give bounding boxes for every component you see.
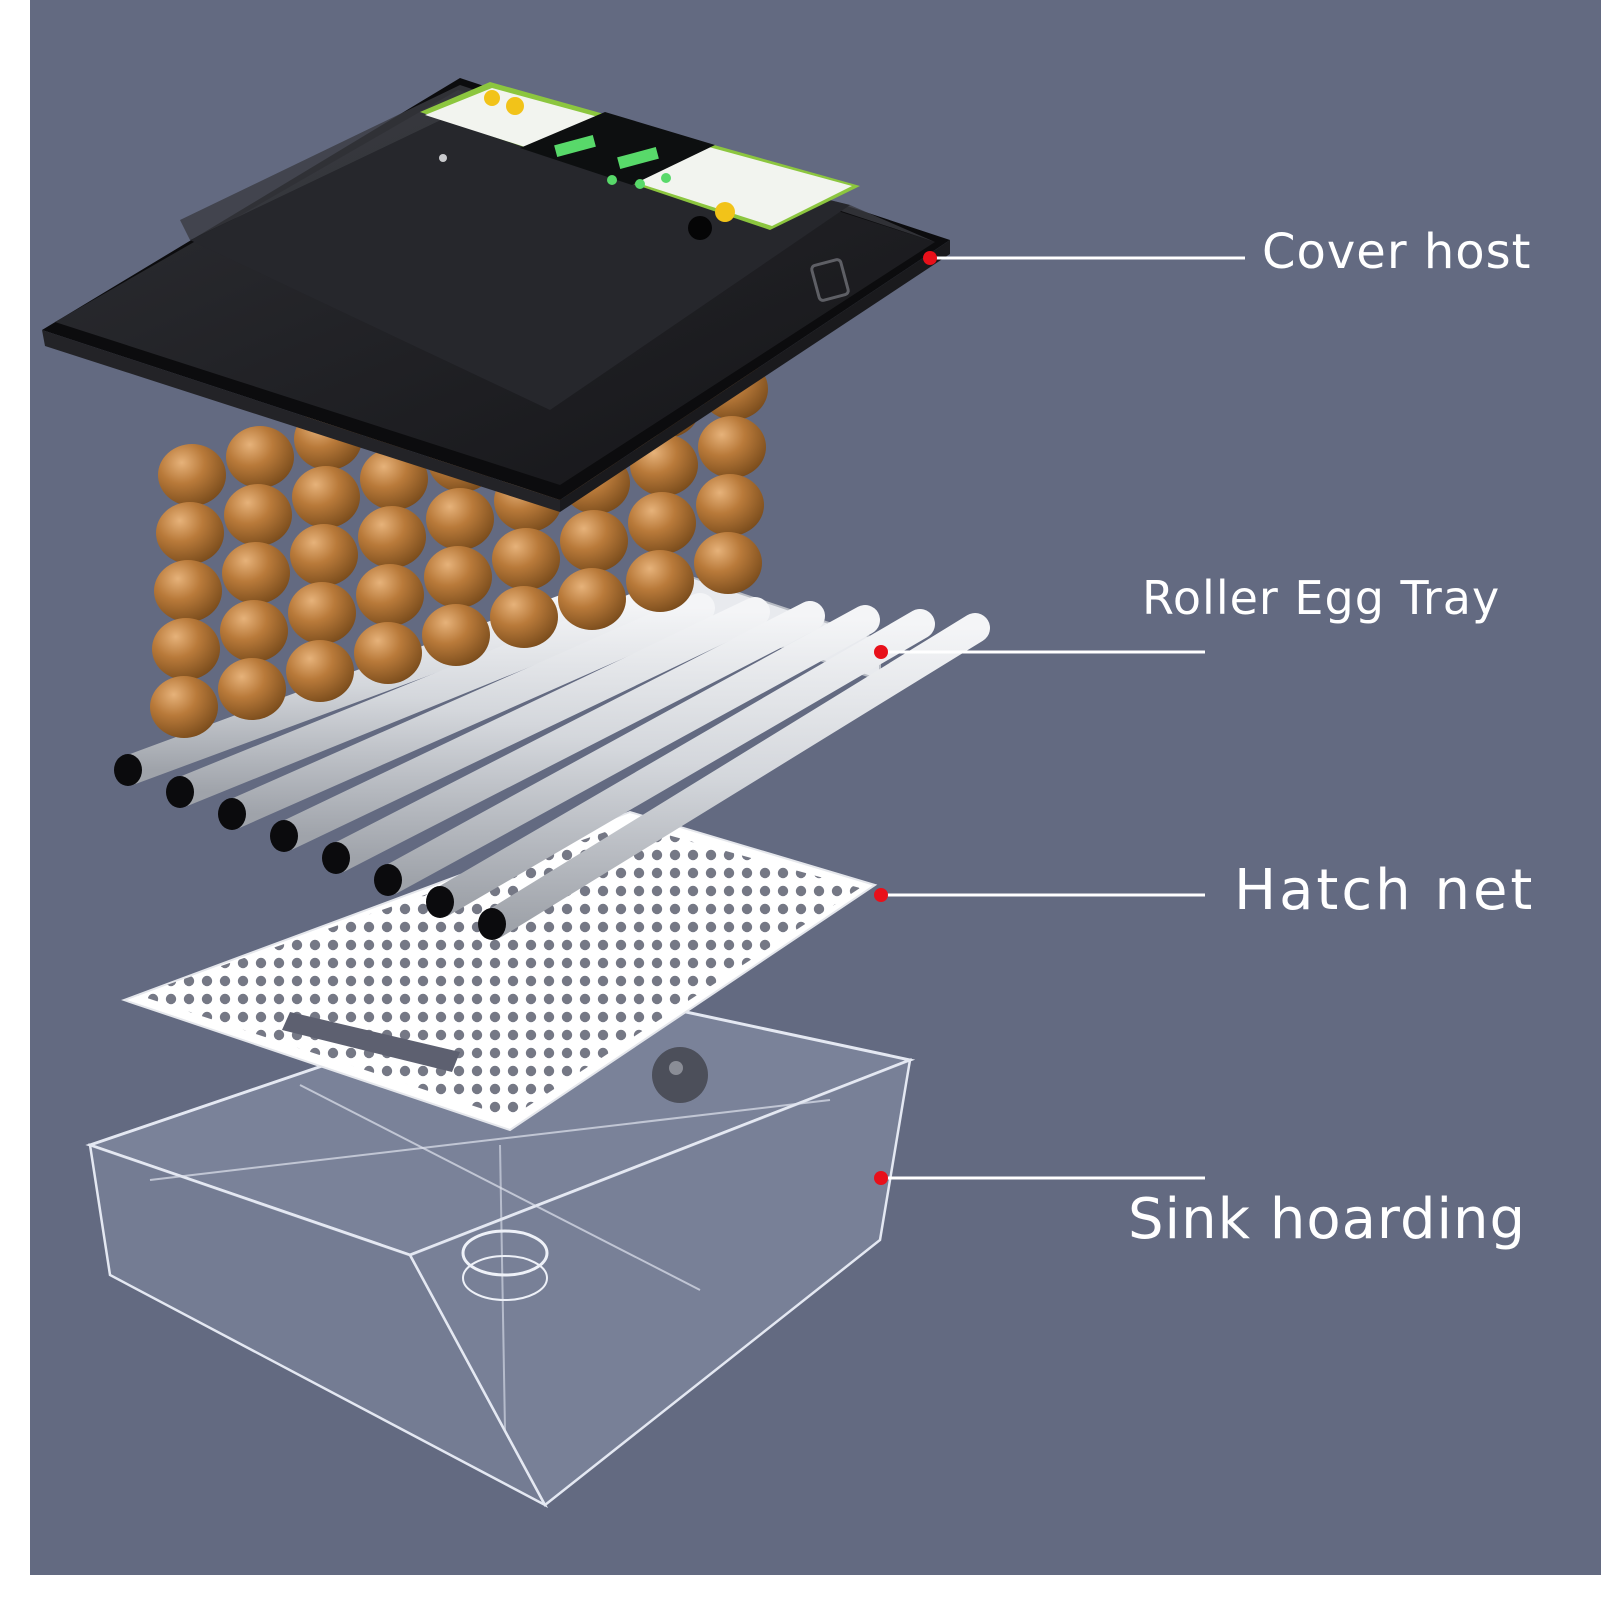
egg (560, 510, 628, 572)
leader-lines (880, 256, 1245, 1180)
roller (323, 601, 825, 873)
egg (152, 618, 220, 680)
roller-end-cap (270, 820, 298, 852)
roller-end-cap (478, 908, 506, 940)
egg (222, 542, 290, 604)
callout-label-roller-egg-tray: Roller Egg Tray (1142, 571, 1501, 625)
roller-end-cap (218, 798, 246, 830)
egg (224, 484, 292, 546)
egg (698, 416, 766, 478)
roller-end-cap (166, 776, 194, 808)
roller (271, 597, 770, 851)
egg (218, 658, 286, 720)
egg (490, 586, 558, 648)
egg (628, 492, 696, 554)
callout-label-hatch-net: Hatch net (1234, 858, 1536, 923)
marker-roller-egg-tray (874, 645, 888, 659)
roller-end-cap (114, 754, 142, 786)
roller (219, 593, 715, 829)
egg (288, 582, 356, 644)
egg (358, 506, 426, 568)
egg (626, 550, 694, 612)
egg (424, 546, 492, 608)
marker-cover-host (923, 251, 937, 265)
hatch-net (121, 810, 878, 1132)
egg (156, 502, 224, 564)
callout-label-cover-host: Cover host (1262, 224, 1532, 280)
egg (558, 568, 626, 630)
egg (150, 676, 218, 738)
egg (292, 466, 360, 528)
egg (286, 640, 354, 702)
roller (167, 589, 660, 807)
egg (220, 600, 288, 662)
cover-host (42, 78, 950, 512)
egg (226, 426, 294, 488)
roller-end-cap (374, 864, 402, 896)
marker-sink-hoarding (874, 1171, 888, 1185)
egg (356, 564, 424, 626)
egg (426, 488, 494, 550)
egg (154, 560, 222, 622)
roller (479, 613, 990, 939)
roller-end-cap (322, 842, 350, 874)
callout-label-sink-hoarding: Sink hoarding (1128, 1187, 1527, 1252)
egg (422, 604, 490, 666)
markers (874, 251, 937, 1185)
egg (694, 532, 762, 594)
roller-end-cap (426, 886, 454, 918)
egg (696, 474, 764, 536)
roller (427, 609, 935, 917)
egg (290, 524, 358, 586)
egg (158, 444, 226, 506)
egg (354, 622, 422, 684)
marker-hatch-net (874, 888, 888, 902)
egg (492, 528, 560, 590)
roller (375, 605, 880, 895)
